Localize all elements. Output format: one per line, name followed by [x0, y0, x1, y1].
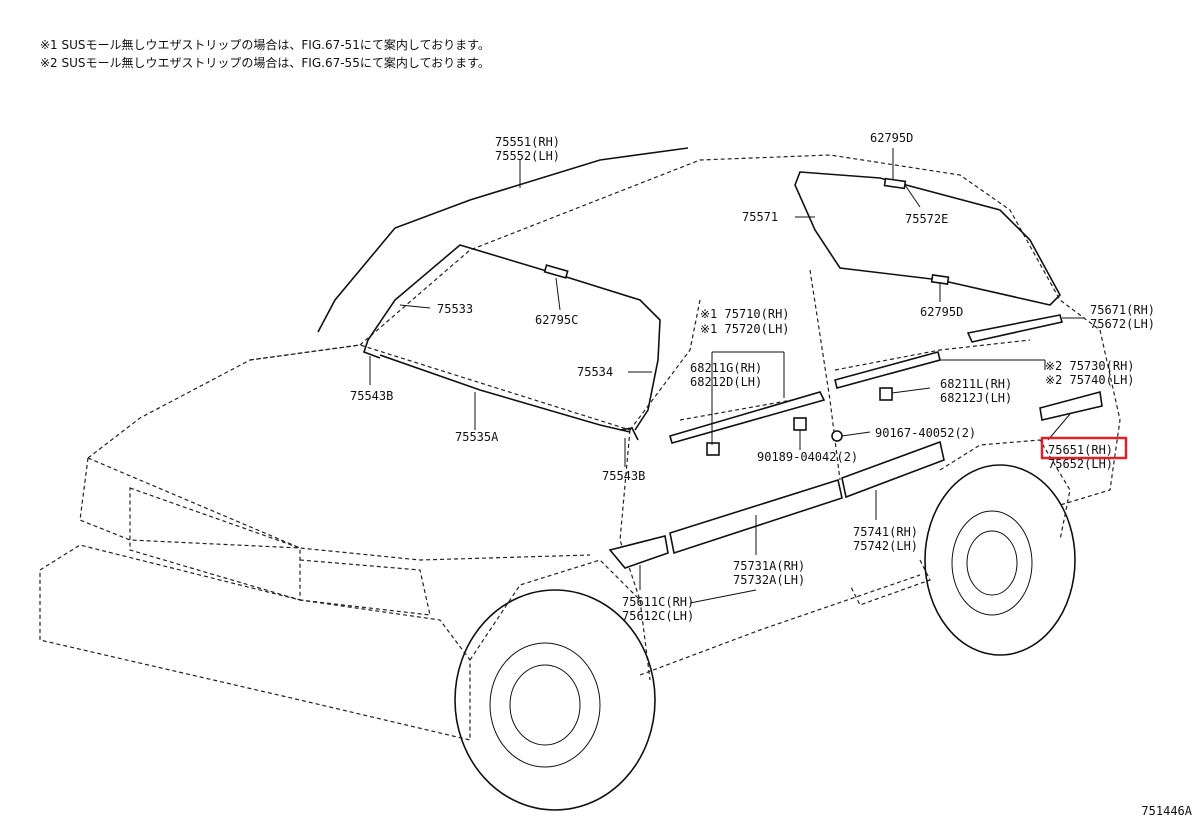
label-75671: 75671(RH) — [1090, 303, 1155, 317]
clip-62795d-top[interactable] — [883, 177, 907, 190]
label-62795c: 62795C — [535, 313, 578, 327]
label-75742: 75742(LH) — [853, 539, 918, 553]
label-75732a: 75732A(LH) — [733, 573, 805, 587]
corner-piece-75543b-right[interactable] — [619, 427, 639, 441]
quarter-lower-moulding-75651[interactable] — [1039, 390, 1103, 421]
screw-90167[interactable] — [831, 430, 843, 442]
rear-wheel — [924, 464, 1076, 656]
label-75730: ※2 75730(RH) — [1045, 359, 1135, 373]
label-75612c: 75612C(LH) — [622, 609, 694, 623]
door-side-moulding-75741[interactable] — [841, 440, 945, 499]
windshield-moulding-top[interactable] — [367, 244, 661, 431]
label-75551: 75551(RH) — [495, 135, 560, 149]
label-75731a: 75731A(RH) — [733, 559, 805, 573]
roof-drip-moulding[interactable] — [317, 147, 689, 333]
label-68211g: 68211G(RH) — [690, 361, 762, 375]
footnote-1: ※1 SUSモール無しウエザストリップの場合は、FIG.67-51にて案内してお… — [40, 38, 490, 52]
diagram-id: 751446A — [1141, 804, 1192, 818]
label-75611c: 75611C(RH) — [622, 595, 694, 609]
label-75535a: 75535A — [455, 430, 499, 444]
front-wheel — [454, 589, 656, 811]
label-75572e: 75572E — [905, 212, 948, 226]
label-90189: 90189-04042(2) — [757, 450, 858, 464]
label-75571: 75571 — [742, 210, 778, 224]
door-belt-moulding-75730[interactable] — [834, 351, 941, 389]
label-75533: 75533 — [437, 302, 473, 316]
label-75543b-right: 75543B — [602, 469, 645, 483]
clip-68211g[interactable] — [706, 442, 720, 456]
label-75651: 75651(RH) — [1048, 443, 1113, 457]
label-75552: 75552(LH) — [495, 149, 560, 163]
clip-62795c[interactable] — [543, 264, 569, 279]
label-75534: 75534 — [577, 365, 613, 379]
clip-68211l[interactable] — [879, 387, 893, 401]
back-window-moulding[interactable] — [794, 171, 1061, 306]
door-belt-moulding-75710[interactable] — [669, 391, 826, 444]
label-75720: ※1 75720(LH) — [700, 322, 790, 336]
fender-moulding-75611c[interactable] — [608, 535, 669, 569]
label-68212j: 68212J(LH) — [940, 391, 1012, 405]
label-75710: ※1 75710(RH) — [700, 307, 790, 321]
highlight-box-75651 — [1040, 436, 1128, 460]
label-68212d: 68212D(LH) — [690, 375, 762, 389]
label-75672: 75672(LH) — [1090, 317, 1155, 331]
label-62795d-top: 62795D — [870, 131, 913, 145]
label-68211l: 68211L(RH) — [940, 377, 1012, 391]
clip-62795d-mid[interactable] — [930, 274, 950, 285]
label-75741: 75741(RH) — [853, 525, 918, 539]
label-90167: 90167-40052(2) — [875, 426, 976, 440]
quarter-moulding-75671[interactable] — [966, 314, 1064, 343]
footnote-2: ※2 SUSモール無しウエザストリップの場合は、FIG.67-55にて案内してお… — [40, 56, 490, 70]
clip-90189[interactable] — [793, 417, 807, 431]
corner-piece-75543b-left[interactable] — [362, 339, 381, 359]
vehicle-body-outline — [39, 154, 1121, 741]
windshield-moulding-lower[interactable] — [379, 354, 631, 433]
leader-lines — [369, 148, 1085, 604]
label-75740: ※2 75740(LH) — [1045, 373, 1135, 387]
label-62795d-mid: 62795D — [920, 305, 963, 319]
label-75543b-left: 75543B — [350, 389, 393, 403]
label-75652: 75652(LH) — [1048, 457, 1113, 471]
